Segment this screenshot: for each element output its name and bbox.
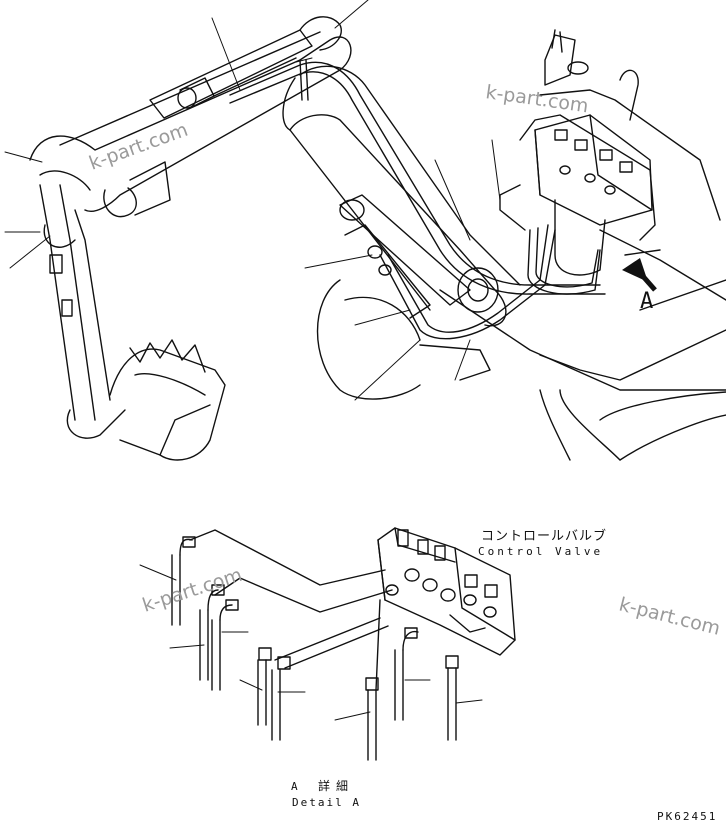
control-valve-label-ja: コントロールバルブ	[481, 528, 607, 544]
hose-6	[365, 599, 381, 761]
drawing-number: PK62451	[657, 810, 717, 823]
detail-label-en: Detail A	[292, 796, 361, 809]
excavator-illustration: A	[4, 0, 726, 461]
control-valve-detail	[377, 527, 516, 656]
hose-5	[271, 656, 291, 741]
hose-8	[445, 655, 459, 741]
bucket	[109, 339, 226, 461]
detail-leader-lines	[139, 564, 483, 721]
frame	[316, 279, 726, 461]
hose-7	[394, 627, 419, 721]
leader-lines	[4, 0, 501, 401]
view-marker-label: A	[640, 289, 653, 314]
detail-a-illustration: コントロールバルブ Control Valve A 詳細 Detail A	[139, 527, 607, 809]
arm-hoses	[229, 57, 606, 295]
detail-hose-runs	[189, 529, 393, 669]
boom	[282, 65, 521, 327]
cab-structure	[439, 29, 726, 391]
hose-1	[171, 536, 196, 626]
detail-ref-letter: A	[291, 780, 298, 793]
control-valve-upper	[534, 114, 653, 226]
valve-hoses	[367, 184, 606, 340]
hose-3	[211, 599, 239, 691]
arm	[29, 31, 352, 218]
bucket-linkage	[39, 184, 126, 439]
detail-label-ja: 詳細	[318, 778, 354, 793]
watermark-4: k-part.com	[617, 594, 723, 640]
control-valve-label-en: Control Valve	[478, 545, 603, 558]
watermark-1: k-part.com	[484, 81, 590, 117]
hose-4	[257, 647, 272, 726]
arm-cylinder	[149, 16, 342, 119]
view-arrow-a	[622, 258, 657, 292]
